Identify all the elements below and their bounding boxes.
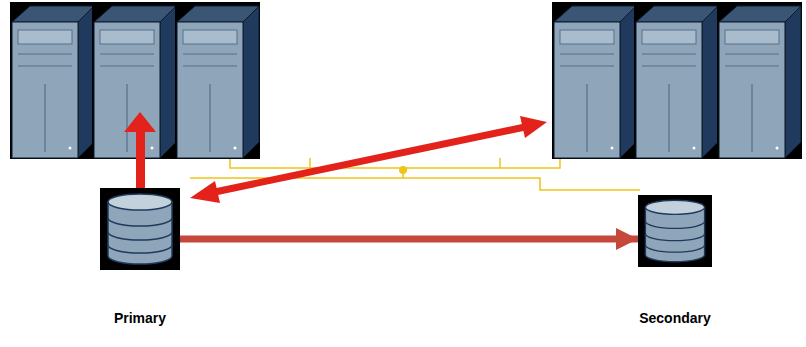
server-group (10, 2, 260, 159)
replication-arrow (180, 236, 638, 243)
database-node: Secondary (638, 195, 712, 267)
database-cylinder (638, 195, 712, 267)
access-arrow (190, 116, 547, 203)
node-label: Primary (114, 310, 166, 326)
server-group (552, 2, 802, 159)
database-cylinder (100, 188, 180, 270)
database-node: Primary (100, 188, 180, 270)
network-junction (399, 166, 407, 174)
node-label: Secondary (639, 310, 711, 326)
